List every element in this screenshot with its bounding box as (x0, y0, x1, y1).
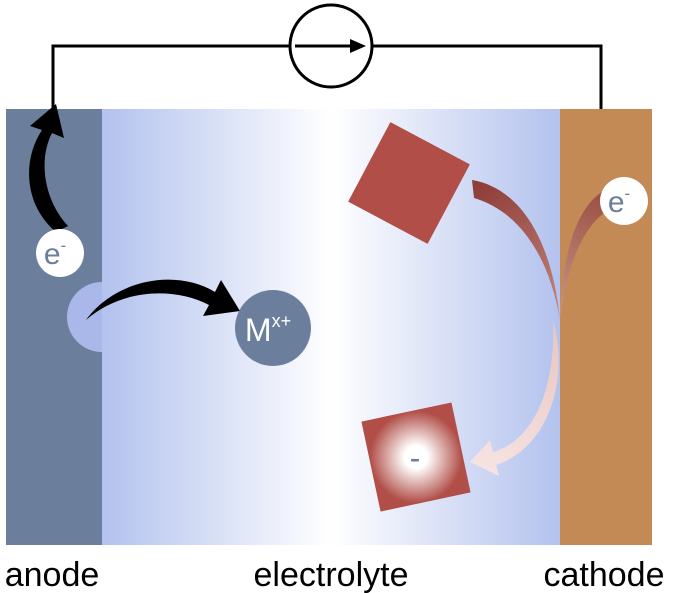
cathode-electron-label: e- (608, 184, 630, 219)
electron-to-wire-arrow (29, 104, 68, 232)
anode-electron-circle (36, 229, 84, 277)
cathode-label: cathode (544, 556, 665, 593)
external-circuit-wire (51, 44, 290, 109)
metal-ion-circle (235, 290, 311, 366)
electrolyte-region (102, 109, 560, 545)
cathode-electrode (560, 109, 652, 545)
anode-label: anode (5, 556, 100, 593)
molecule-tail (472, 180, 560, 320)
anion-charge-label: - (410, 440, 421, 476)
oxidant-molecule (348, 122, 470, 244)
electrolyte-label: electrolyte (254, 556, 409, 593)
anode-pit (67, 282, 102, 352)
anode-electron-label: e- (44, 236, 66, 271)
metal-ion-label: Mx+ (245, 311, 291, 348)
cathode-electron-circle (600, 177, 648, 225)
reduction-arrow (470, 320, 559, 476)
external-circuit-wire-right (372, 44, 603, 109)
ammeter-arrow-head (350, 39, 366, 53)
reduced-anion (361, 402, 471, 512)
metal-dissolution-arrow (86, 279, 240, 320)
